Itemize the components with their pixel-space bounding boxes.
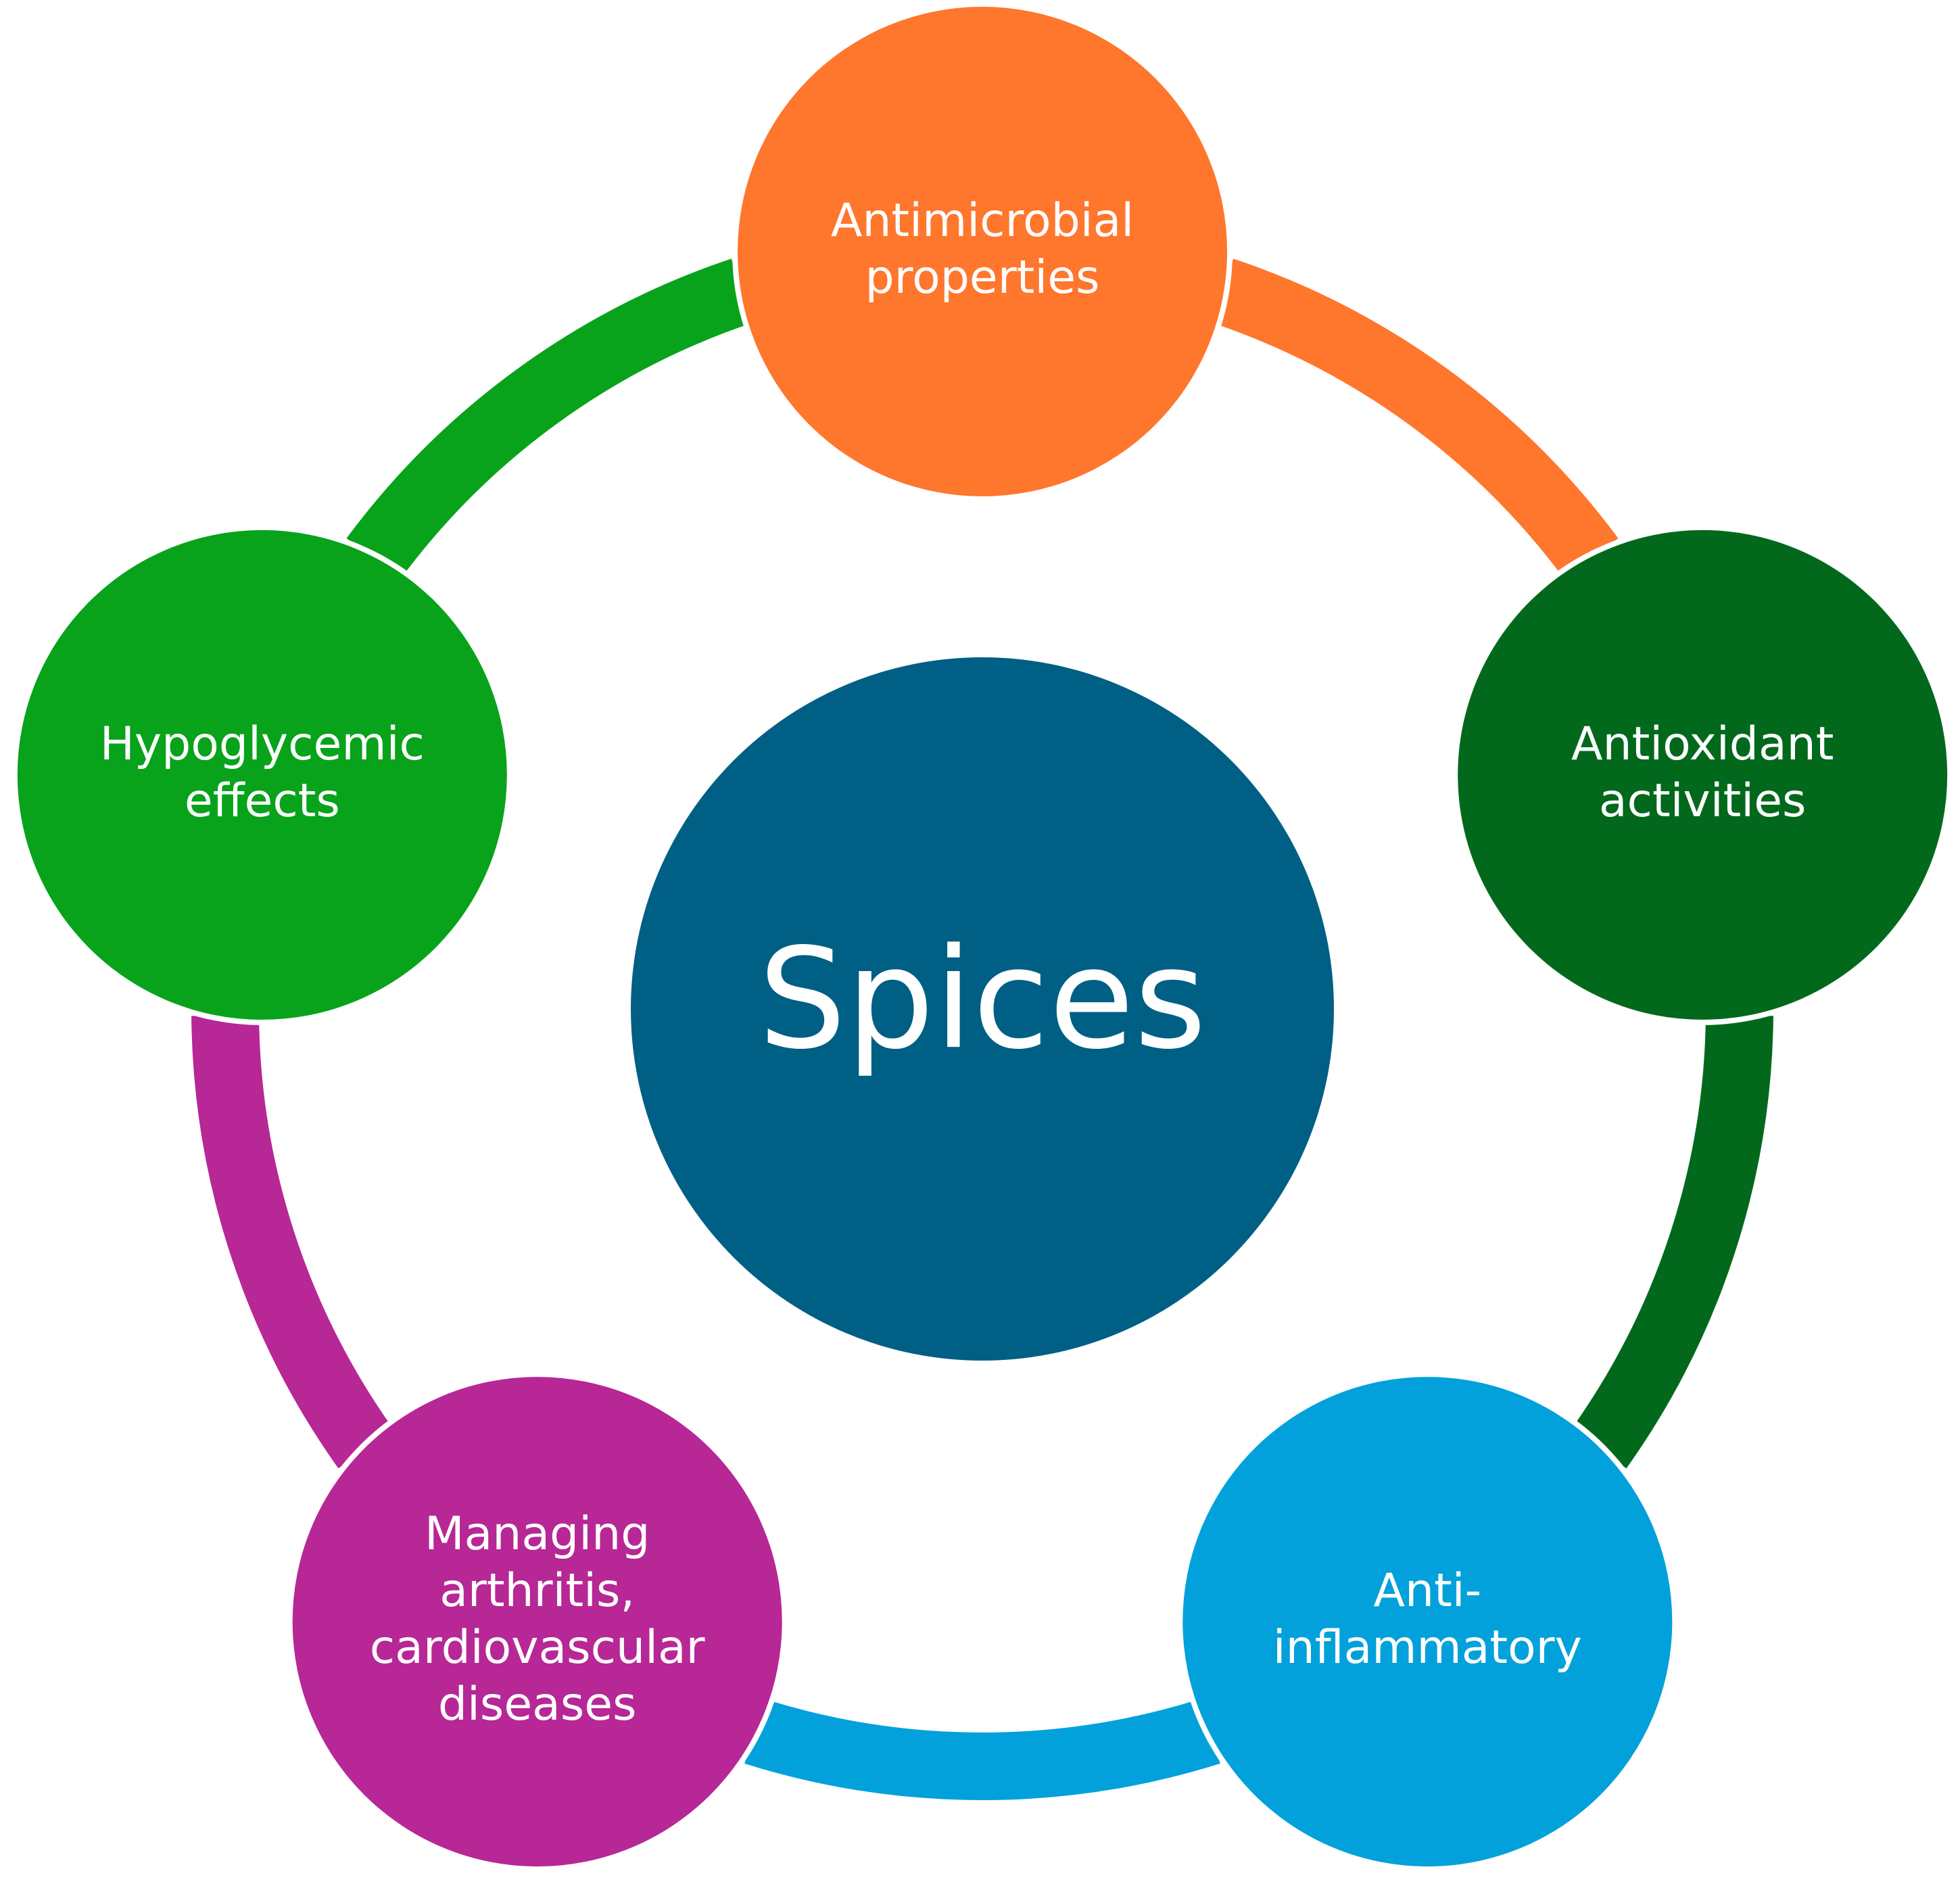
node-label-line: Anti- [1373, 1564, 1481, 1618]
node-label-line: Antimicrobial [831, 194, 1134, 248]
node-label-line: cardiovascular [370, 1621, 705, 1674]
node-label-line: arthritis, [439, 1564, 635, 1618]
node-anti-inflammatory: Anti-inflammatory [1177, 1371, 1678, 1873]
connector-ring [191, 258, 1773, 1800]
node-label-line: Managing [425, 1507, 650, 1561]
center-hub: Spices [631, 657, 1334, 1361]
node-circle-anti-inflammatory [1182, 1377, 1673, 1867]
node-label-anti-inflammatory: Anti-inflammatory [1273, 1564, 1582, 1674]
connector-arc-anti-inflammatory [744, 1699, 1220, 1800]
connector-arc-antimicrobial [1212, 258, 1619, 579]
center-label: Spices [759, 919, 1207, 1080]
node-label-line: activities [1599, 774, 1807, 827]
node-label-line: diseases [438, 1678, 637, 1731]
node-circle-hypoglycemic [17, 529, 507, 1020]
center-circle [631, 657, 1334, 1361]
node-label-line: inflammatory [1273, 1621, 1582, 1674]
node-label-line: properties [865, 251, 1099, 304]
node-label-line: effects [185, 774, 340, 827]
node-circle-managing-arthritis [292, 1377, 782, 1867]
connector-arc-antioxidant [1571, 1015, 1773, 1469]
connector-arc-managing-arthritis [191, 1015, 393, 1469]
node-circle-antioxidant [1458, 529, 1948, 1020]
node-label-line: Hypoglycemic [100, 717, 425, 770]
connector-arc-hypoglycemic [346, 258, 753, 579]
node-circle-antimicrobial [738, 7, 1227, 496]
node-label-line: Antioxidant [1571, 717, 1834, 770]
